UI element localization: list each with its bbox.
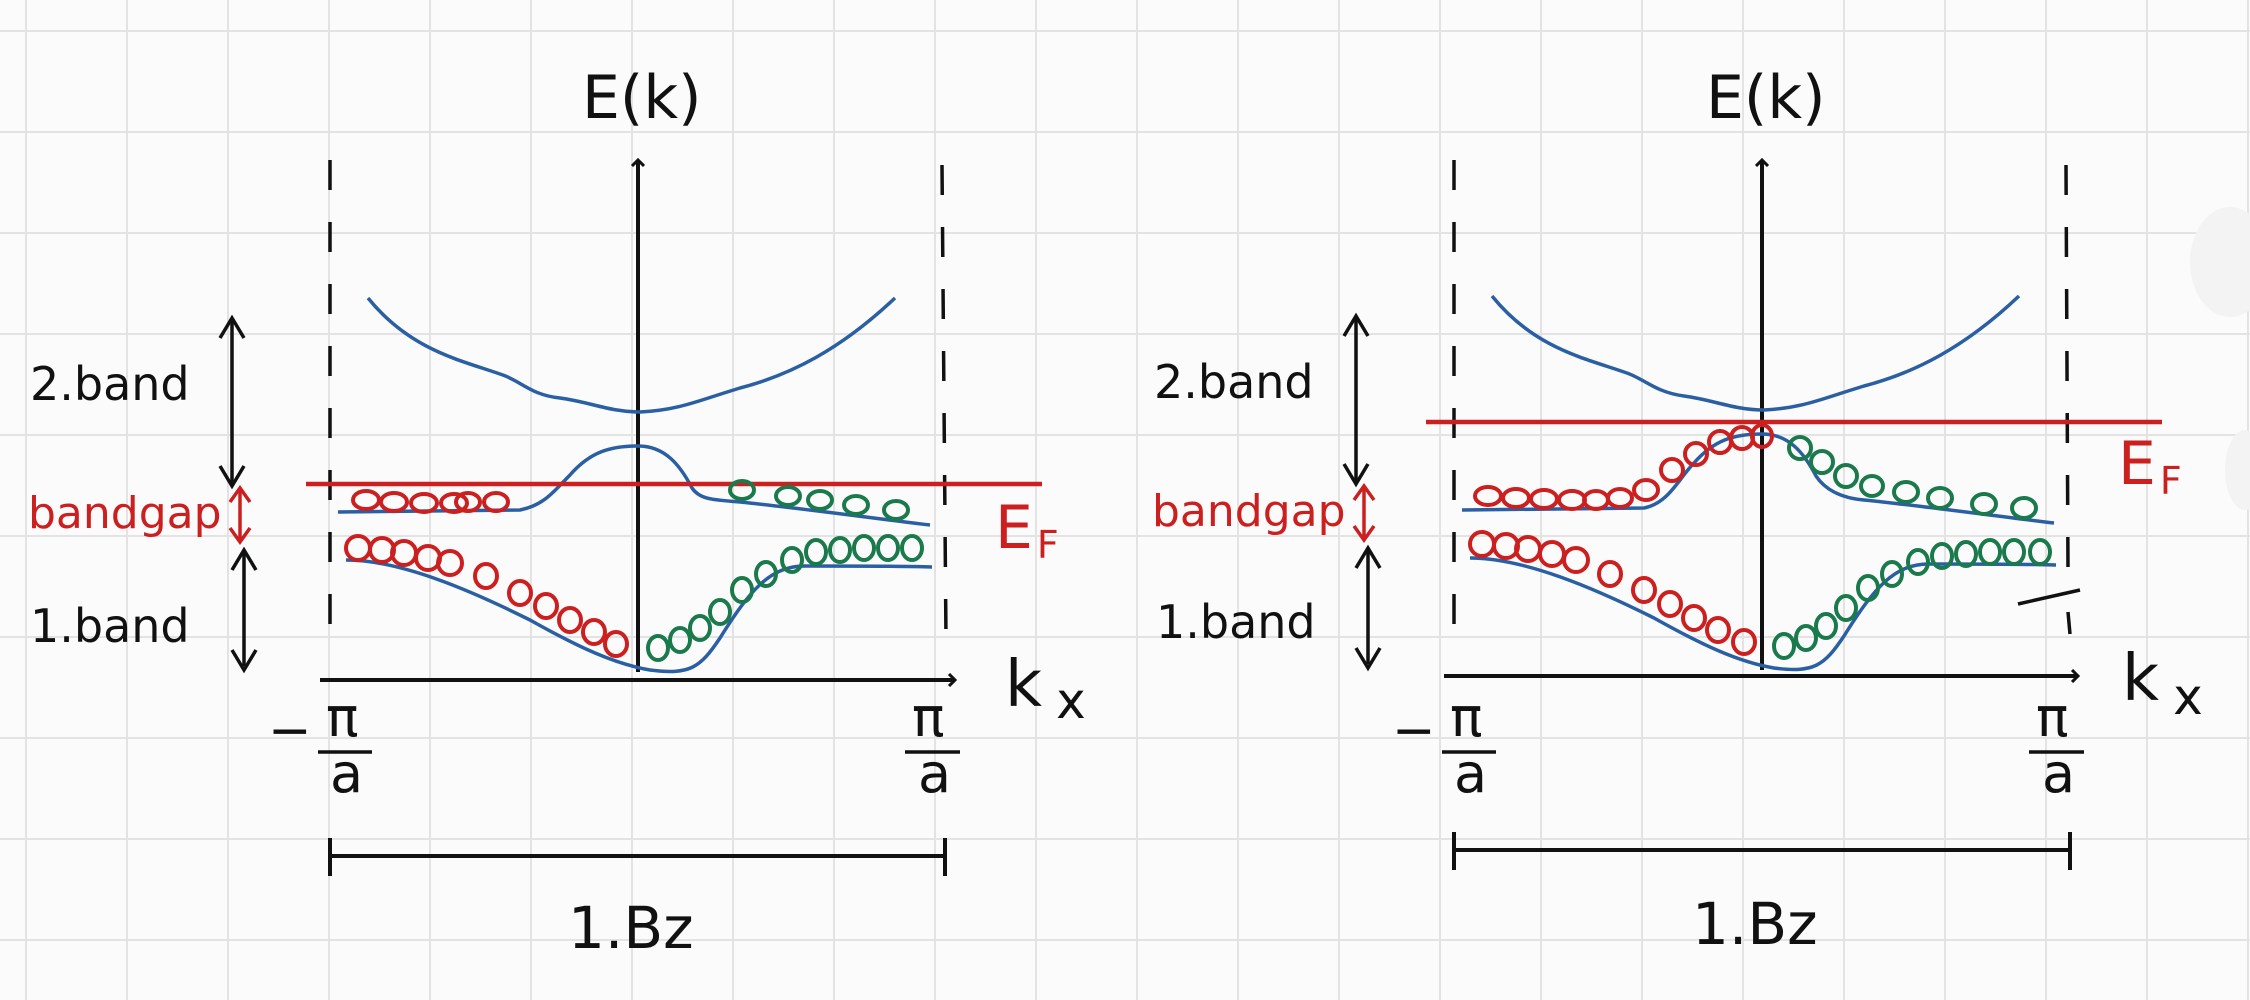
band-1-lower-curve (1469, 556, 2057, 672)
occupied-states-band1-upper (351, 489, 510, 514)
svg-text:a: a (330, 742, 363, 805)
band1-range-arrow (1354, 544, 1382, 672)
energy-axis-label: E(k) (582, 63, 701, 133)
svg-text:a: a (918, 742, 951, 805)
band1-label: 1.band (30, 599, 190, 653)
svg-text:π: π (912, 686, 945, 749)
svg-text:a: a (1454, 742, 1487, 805)
band-1-upper-curve (337, 444, 931, 527)
band-1-upper-curve (1461, 432, 2055, 525)
left-limit-label: − π a (1392, 686, 1496, 805)
zone-boundary-right (940, 164, 948, 641)
left-limit-label: − π a (268, 686, 372, 805)
band1-range-arrow (230, 546, 258, 674)
edge-smudge (2190, 207, 2250, 317)
empty-states-band1-lower (1772, 538, 2052, 660)
empty-states-band1-lower (646, 534, 924, 662)
stray-stroke-2 (2066, 611, 2072, 635)
band1-label: 1.band (1156, 595, 1316, 649)
svg-text:a: a (2042, 742, 2075, 805)
edge-smudge-2 (2225, 430, 2250, 510)
empty-states-band1-upper (1787, 435, 2038, 520)
right-limit-label: π a (905, 686, 960, 805)
energy-axis-label: E(k) (1706, 63, 1825, 133)
band2-label: 2.band (30, 357, 190, 411)
occupied-states-band1-upper (1473, 423, 1774, 511)
empty-states-band1-upper (728, 479, 910, 521)
svg-text:π: π (1450, 686, 1483, 749)
band2-range-arrow (218, 314, 246, 490)
brillouin-zone-bracket (1452, 832, 2072, 870)
bandgap-label: bandgap (28, 488, 222, 539)
band-1-lower-curve (345, 558, 933, 674)
zone-boundary-right (2064, 164, 2070, 571)
zone-label: 1.Bz (1692, 890, 1818, 958)
band2-range-arrow (1342, 312, 1370, 488)
svg-text:π: π (2036, 686, 2069, 749)
zone-label: 1.Bz (568, 894, 694, 962)
band-2-curve (366, 296, 897, 414)
bandgap-range-arrow (228, 484, 252, 546)
band2-label: 2.band (1154, 355, 1314, 409)
right-limit-label: π a (2029, 686, 2084, 805)
svg-text:π: π (326, 686, 359, 749)
svg-text:−: − (1392, 701, 1436, 761)
stray-stroke (2017, 588, 2081, 606)
occupied-states-band1-lower (1468, 530, 1757, 656)
band-2-curve (1490, 294, 2021, 412)
svg-text:−: − (268, 701, 312, 761)
bandgap-label: bandgap (1152, 486, 1346, 537)
brillouin-zone-bracket (328, 838, 947, 876)
bandgap-range-arrow (1352, 482, 1376, 544)
occupied-states-band1-lower (344, 534, 629, 658)
